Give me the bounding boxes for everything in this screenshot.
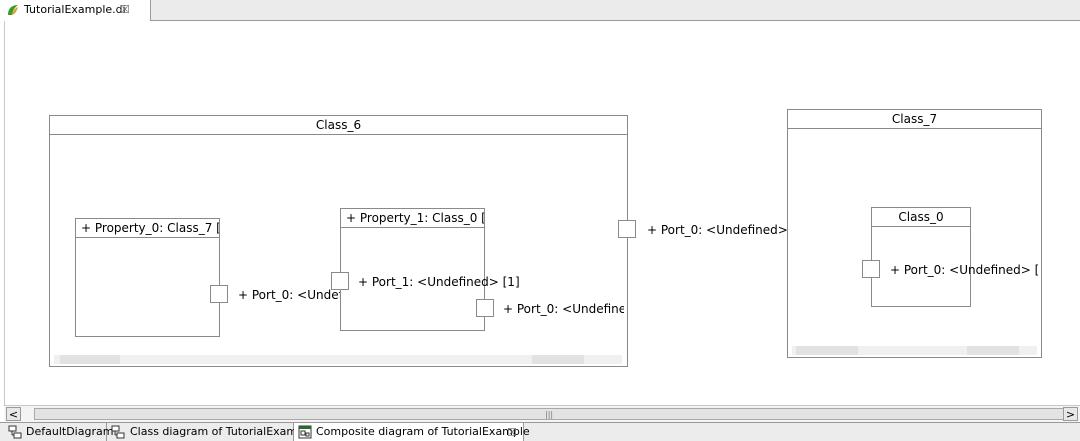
editor-tab-label: TutorialExample.di	[24, 3, 126, 16]
scroll-thumb[interactable]: |||	[34, 408, 1064, 420]
property-0-part[interactable]: + Property_0: Class_7 [1	[75, 218, 220, 337]
class-diagram-icon	[111, 425, 125, 439]
property-1-port-0[interactable]	[476, 299, 494, 317]
class-7-scroll-thumb-right[interactable]	[967, 346, 1019, 355]
scroll-right-button[interactable]: >	[1063, 407, 1078, 421]
tab-default-diagram-label: DefaultDiagram	[26, 425, 114, 438]
tab-class-diagram-label: Class diagram of TutorialExample	[130, 425, 314, 438]
property-0-title: + Property_0: Class_7 [1	[76, 219, 219, 238]
property-0-port-label: + Port_0: <Undefi	[238, 288, 340, 302]
editor-tab[interactable]: TutorialExample.di ☒	[0, 0, 151, 21]
chevron-right-icon: >	[1065, 408, 1076, 421]
property-1-title: + Property_1: Class_0 [1	[341, 209, 484, 228]
composite-diagram-icon	[298, 425, 312, 439]
editor-tab-strip	[0, 0, 1080, 21]
class-6-boundary-port-label: + Port_0: <Undefined> [	[647, 223, 787, 237]
diagram-tab-strip: DefaultDiagram Class diagram of Tutorial…	[0, 422, 1080, 441]
horizontal-scrollbar[interactable]: < ||| >	[4, 405, 1080, 423]
close-icon[interactable]: ☒	[120, 3, 130, 16]
property-1-port-0-label: + Port_0: <Undefinec	[503, 302, 624, 316]
tab-default-diagram[interactable]: DefaultDiagram	[6, 423, 113, 441]
tab-composite-diagram[interactable]: Composite diagram of TutorialExample ☒	[294, 423, 530, 441]
class-7-scroll-thumb-left[interactable]	[796, 346, 858, 355]
papyrus-icon	[8, 5, 18, 15]
class-6-scroll-thumb-right[interactable]	[532, 355, 584, 364]
chevron-left-icon: <	[8, 408, 19, 421]
tab-composite-diagram-label: Composite diagram of TutorialExample	[316, 425, 530, 438]
property-1-port-1[interactable]	[331, 272, 349, 290]
class-0-port-label: + Port_0: <Undefined> [1	[890, 263, 1038, 277]
tab-class-diagram[interactable]: Class diagram of TutorialExample	[107, 423, 314, 441]
property-0-port[interactable]	[210, 285, 228, 303]
class-6-title: Class_6	[50, 116, 627, 135]
class-0-part[interactable]: Class_0	[871, 207, 971, 307]
class-6-scrollbar[interactable]	[54, 355, 622, 364]
property-1-port-1-label: + Port_1: <Undefined> [1]	[358, 275, 520, 289]
property-1-part[interactable]: + Property_1: Class_0 [1	[340, 208, 485, 331]
class-6-scroll-thumb-left[interactable]	[60, 355, 120, 364]
class-0-title: Class_0	[872, 208, 970, 227]
scroll-left-button[interactable]: <	[6, 407, 21, 421]
class-0-port[interactable]	[862, 260, 880, 278]
class-7-scrollbar[interactable]	[792, 346, 1037, 355]
class-7-title: Class_7	[788, 110, 1041, 129]
close-icon[interactable]: ☒	[507, 426, 517, 439]
grip-icon: |||	[545, 410, 554, 419]
diagram-icon	[8, 425, 22, 439]
class-6-boundary-port[interactable]	[618, 220, 636, 238]
